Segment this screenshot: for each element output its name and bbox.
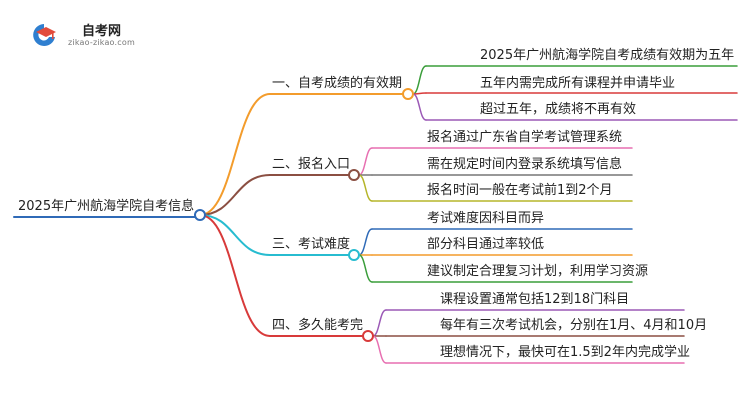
leaf-label: 课程设置通常包括12到18门科目 <box>440 292 630 307</box>
leaf-connector <box>372 335 387 364</box>
branch-connector <box>199 93 271 216</box>
branch-node <box>402 88 414 100</box>
leaf-label: 超过五年，成绩将不再有效 <box>480 102 637 117</box>
leaf-label: 建议制定合理复习计划，利用学习资源 <box>427 264 649 279</box>
graduation-cap-icon <box>33 24 56 46</box>
leaf-connector <box>358 254 373 283</box>
root-node <box>194 209 206 221</box>
branch-connector <box>199 174 271 216</box>
leaf-label: 报名时间一般在考试前1到2个月 <box>427 183 613 198</box>
leaf-connector <box>412 65 427 95</box>
leaf-label: 理想情况下，最快可在1.5到2年内完成学业 <box>440 345 690 360</box>
branch-connector <box>199 214 271 256</box>
leaf-connector <box>372 309 387 337</box>
leaf-label: 每年有三次考试机会，分别在1月、4月和10月 <box>440 318 708 333</box>
site-logo[interactable]: 自考网 zikao-zikao.com <box>30 20 150 50</box>
leaf-label: 考试难度因科目而异 <box>427 211 545 226</box>
branch-connector <box>199 214 271 337</box>
leaf-label: 需在规定时间内登录系统填写信息 <box>427 157 623 172</box>
leaf-connector <box>358 147 373 176</box>
branch-node <box>348 169 360 181</box>
leaf-label: 五年内需完成所有课程并申请毕业 <box>480 76 676 91</box>
logo-title: 自考网 <box>82 24 122 39</box>
branch-label-registration: 二、报名入口 <box>272 157 351 172</box>
leaf-label: 2025年广州航海学院自考成绩有效期为五年 <box>480 48 735 63</box>
leaf-connector <box>358 174 373 202</box>
branch-node <box>348 249 360 261</box>
leaf-label: 部分科目通过率较低 <box>427 237 545 252</box>
leaf-label: 报名通过广东省自学考试管理系统 <box>427 130 623 145</box>
leaf-connector <box>412 93 427 121</box>
logo-subtitle: zikao-zikao.com <box>68 38 135 47</box>
leaf-connector <box>358 228 373 256</box>
branch-node <box>362 330 374 342</box>
branch-label-difficulty: 三、考试难度 <box>272 237 351 252</box>
branch-label-duration: 四、多久能考完 <box>272 318 364 333</box>
root-label: 2025年广州航海学院自考信息 <box>18 199 195 214</box>
branch-label-validity: 一、自考成绩的有效期 <box>272 76 403 91</box>
